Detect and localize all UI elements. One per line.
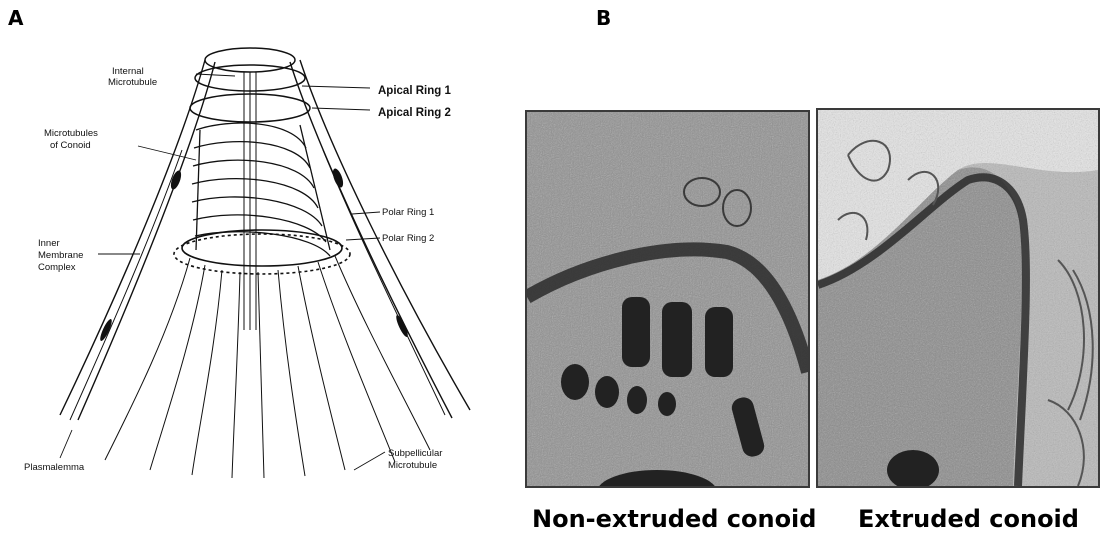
internal-microtubules	[244, 72, 256, 330]
polar-ring-1-ellipse	[182, 230, 342, 266]
internal-microtubule-label-line2: Microtubule	[108, 77, 157, 88]
polar-ring-2-label: Polar Ring 2	[382, 233, 434, 244]
subpellicular-microtubules	[105, 256, 430, 478]
inner-membrane-complex-label-line1: Inner	[38, 238, 60, 249]
micrograph-non-extruded	[525, 110, 810, 488]
polar-rings	[174, 230, 350, 274]
inner-membrane-complex-label-line2: Membrane	[38, 250, 83, 261]
micrograph-extruded	[816, 108, 1100, 488]
micrograph-non-extruded-image	[527, 112, 808, 486]
microtubules-of-conoid-label-line2: of Conoid	[50, 140, 91, 151]
micrograph-extruded-image	[818, 110, 1098, 486]
caption-extruded: Extruded conoid	[858, 505, 1079, 533]
subpellicular-microtubule-label-line1: Subpellicular	[388, 448, 442, 459]
apical-ring-2-label: Apical Ring 2	[378, 107, 451, 119]
apical-ring-top	[205, 48, 295, 72]
polar-ring-1-label: Polar Ring 1	[382, 207, 434, 218]
plasmalemma-label: Plasmalemma	[24, 462, 85, 473]
conoid-schematic-diagram: Internal Microtubule Apical Ring 1 Apica…	[0, 0, 520, 500]
caption-non-extruded: Non-extruded conoid	[532, 505, 816, 533]
subpellicular-microtubule-label-line2: Microtubule	[388, 460, 437, 471]
inner-membrane-complex-label-line3: Complex	[38, 262, 76, 273]
panel-b-letter: B	[596, 6, 611, 30]
conoid-spiral-microtubules	[192, 123, 330, 256]
apical-ring-1-label: Apical Ring 1	[378, 85, 451, 97]
internal-microtubule-label-line1: Internal	[112, 66, 144, 77]
microtubules-of-conoid-label-line1: Microtubules	[44, 128, 98, 139]
